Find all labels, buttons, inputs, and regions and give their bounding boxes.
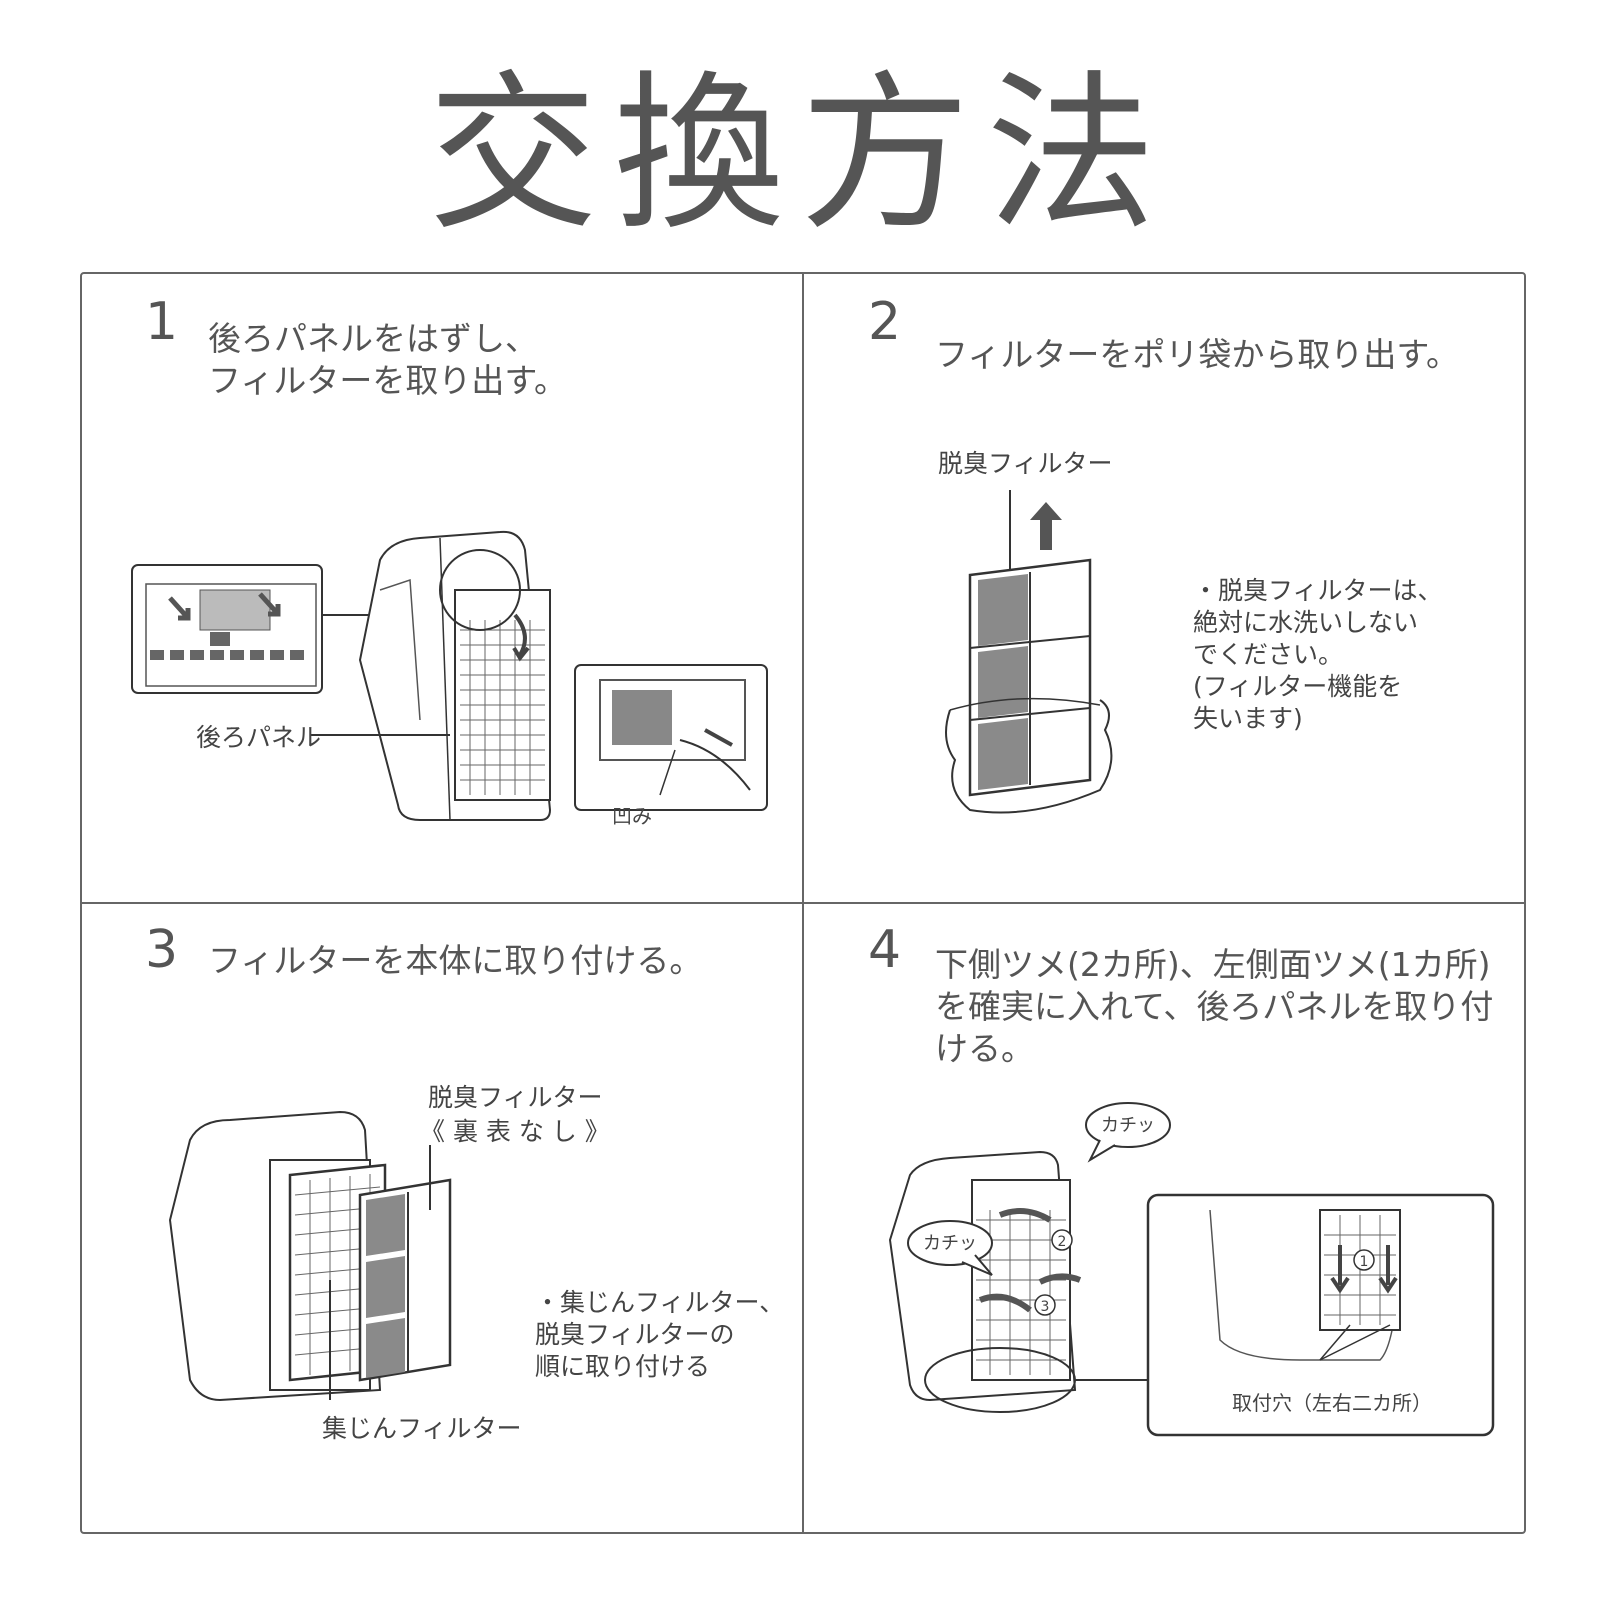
page-title: 交換方法 xyxy=(427,56,1172,254)
step-4-illustration: カチッ 2 3 カチッ 1 xyxy=(888,1102,1495,1437)
mark-3: 3 xyxy=(1041,1299,1050,1315)
step-4-number: 4 xyxy=(868,920,902,980)
grid-divider-horizontal xyxy=(80,902,1526,904)
step-2-text: フィルターをポリ袋から取り出す。 xyxy=(935,335,1460,374)
deodorizing-filter-label-3: 脱臭フィルター xyxy=(428,1083,603,1112)
step-1-number: 1 xyxy=(145,292,179,352)
step-3-text: フィルターを本体に取り付ける。 xyxy=(208,941,703,980)
click-bubble-top: カチッ xyxy=(1085,1102,1171,1163)
back-panel-label: 後ろパネル xyxy=(196,723,322,752)
panel-3-note: ・集じんフィルター、 脱臭フィルターの 順に取り付ける xyxy=(535,1288,785,1381)
no-front-back-label: 《 裏 表 な し 》 xyxy=(420,1117,610,1146)
deodorizing-filter-label: 脱臭フィルター xyxy=(938,449,1113,478)
step-2-number: 2 xyxy=(868,292,902,352)
recess-label: 凹み xyxy=(612,804,652,828)
mark-1: 1 xyxy=(1360,1254,1369,1270)
dust-filter-label: 集じんフィルター xyxy=(322,1414,522,1443)
click-text-top: カチッ xyxy=(1101,1115,1155,1136)
step-4-text: 下側ツメ(2カ所)、左側面ツメ(1カ所) を確実に入れて、後ろパネルを取り付 け… xyxy=(935,945,1494,1068)
mounting-holes-label: 取付穴（左右二カ所） xyxy=(1232,1391,1432,1415)
panel-2-note: ・脱臭フィルターは、 絶対に水洗いしない でください。 (フィルター機能を 失い… xyxy=(1193,576,1443,733)
click-text-left: カチッ xyxy=(923,1233,977,1254)
step-1-text: 後ろパネルをはずし、 フィルターを取り出す。 xyxy=(208,319,568,400)
step-2-illustration xyxy=(945,490,1113,814)
click-bubble-left: カチッ xyxy=(907,1220,993,1276)
mark-2: 2 xyxy=(1058,1234,1067,1250)
step-3-number: 3 xyxy=(145,920,179,980)
step-3-illustration xyxy=(168,1110,452,1402)
step-1-illustration xyxy=(131,530,768,821)
